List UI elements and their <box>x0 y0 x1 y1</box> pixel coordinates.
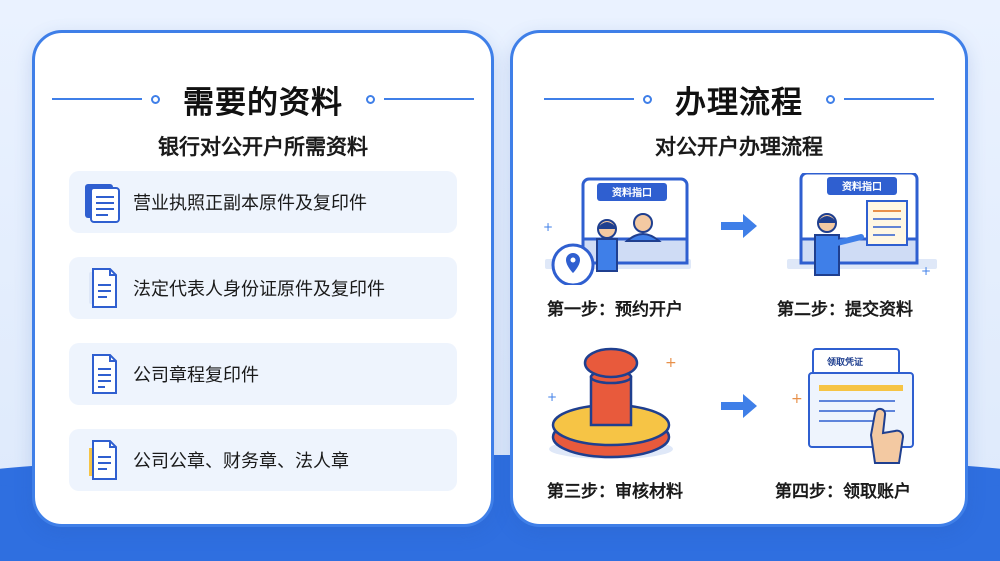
svg-text:+: + <box>665 355 677 371</box>
svg-text:+: + <box>547 390 557 404</box>
header-line-right <box>384 98 474 100</box>
document-item-label: 营业执照正副本原件及复印件 <box>133 193 367 214</box>
document-item-articles: 公司章程复印件 <box>69 343 457 405</box>
step-4-label: 第四步：领取账户 <box>775 482 911 502</box>
header-dot-right <box>826 94 835 104</box>
svg-text:+: + <box>791 391 803 407</box>
document-item-label: 法定代表人身份证原件及复印件 <box>133 279 385 300</box>
counter-sign: 资料指口 <box>612 186 652 199</box>
required-documents-card: 需要的资料 银行对公开户所需资料 营业执照正副本原件及复印件 <box>32 30 494 527</box>
voucher-title: 领取凭证 <box>827 356 863 368</box>
right-card-title: 办理流程 <box>675 84 803 121</box>
document-item-label: 公司章程复印件 <box>133 365 259 386</box>
right-card-header: 办理流程 <box>513 79 965 121</box>
header-line-right <box>844 98 934 100</box>
step-1-label: 第一步：预约开户 <box>547 300 683 320</box>
right-card-subtitle: 对公开户办理流程 <box>655 135 823 159</box>
document-item-label: 公司公章、财务章、法人章 <box>133 451 349 472</box>
header-dot-left <box>643 94 652 104</box>
document-item-seals: 公司公章、财务章、法人章 <box>69 429 457 491</box>
step-4-illustration: 领取凭证 + <box>783 343 933 473</box>
header-line-left <box>544 98 634 100</box>
step-3-illustration: + + <box>541 345 691 465</box>
document-icon <box>73 266 133 310</box>
receipt-hand-icon: 领取凭证 + <box>791 348 914 464</box>
document-yellow-icon <box>73 438 133 482</box>
left-card-subtitle: 银行对公开户所需资料 <box>158 135 368 159</box>
svg-text:+: + <box>543 220 553 234</box>
process-card: 办理流程 对公开户办理流程 资料指口 + 第一步：预约开户 <box>510 30 968 527</box>
left-card-title: 需要的资料 <box>183 84 343 121</box>
counter-sign: 资料指口 <box>842 180 882 193</box>
header-dot-left <box>151 94 160 104</box>
bank-counter-icon: 资料指口 + <box>543 177 691 287</box>
arrow-right-icon <box>717 211 761 245</box>
arrow-right-icon <box>717 391 761 425</box>
document-item-business-license: 营业执照正副本原件及复印件 <box>69 171 457 233</box>
document-icon <box>73 352 133 396</box>
left-card-header: 需要的资料 <box>35 79 491 121</box>
svg-text:+: + <box>921 264 931 278</box>
submit-documents-icon: 资料指口 + <box>787 171 937 278</box>
stamp-icon: + + <box>547 347 677 459</box>
document-item-id-card: 法定代表人身份证原件及复印件 <box>69 257 457 319</box>
header-dot-right <box>366 94 375 104</box>
step-2-illustration: 资料指口 + <box>781 171 941 285</box>
step-3-label: 第三步：审核材料 <box>547 482 683 502</box>
document-stack-icon <box>73 180 133 224</box>
step-2-label: 第二步：提交资料 <box>777 300 913 320</box>
header-line-left <box>52 98 142 100</box>
step-1-illustration: 资料指口 + <box>535 173 695 287</box>
